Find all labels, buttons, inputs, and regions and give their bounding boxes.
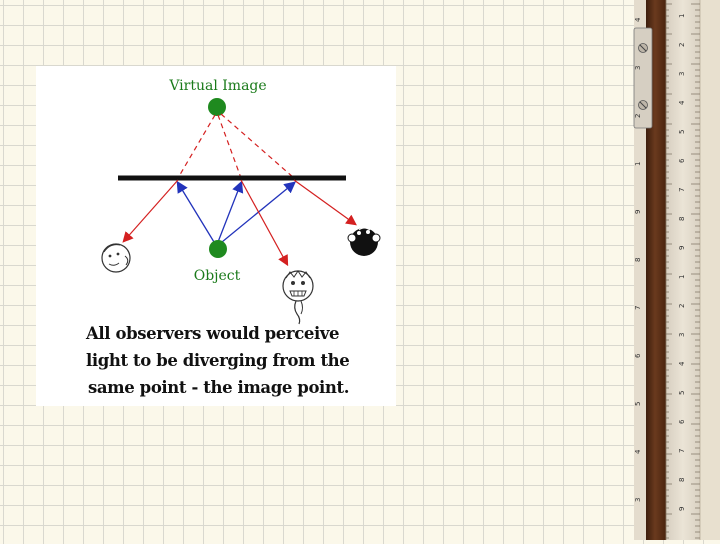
ruler-number: 4	[678, 100, 686, 105]
ruler-number: 6	[634, 353, 642, 358]
ruler-number: 7	[634, 306, 642, 310]
caption-line-3: same point - the image point.	[88, 378, 350, 397]
object-label: Object	[194, 268, 241, 284]
ruler-number: 2	[678, 43, 686, 47]
object-dot	[209, 240, 227, 258]
reflection-diagram: Virtual Image Object	[101, 78, 381, 325]
ruler-number: 1	[634, 162, 642, 166]
ruler-number: 8	[678, 478, 686, 482]
ruler-number: 2	[634, 114, 642, 118]
virtual-ray-left	[177, 114, 216, 179]
reflected-ray-middle	[240, 179, 289, 267]
diagram-caption: All observers would perceive light to be…	[86, 320, 386, 401]
virtual-ray-right	[220, 113, 295, 179]
ruler-number: 4	[634, 17, 642, 22]
ruler-number: 3	[678, 72, 686, 76]
caption-line-2: light to be diverging from the	[86, 351, 350, 370]
ruler-number: 3	[678, 333, 686, 337]
observer-right-icon	[347, 227, 381, 256]
caption-line-1: All observers would perceive	[86, 324, 340, 343]
incident-ray-left	[176, 180, 215, 243]
ruler-number: 9	[678, 246, 686, 250]
ruler-number: 6	[678, 419, 686, 424]
ruler-number: 1	[678, 275, 686, 279]
ruler-number: 5	[678, 391, 686, 395]
ruler-number: 5	[678, 130, 686, 134]
ruler-number: 8	[678, 217, 686, 221]
diagram-panel: Virtual Image Object	[36, 66, 396, 406]
ruler-number: 5	[634, 402, 642, 406]
ruler-number: 4	[678, 361, 686, 366]
virtual-image-dot	[208, 98, 226, 116]
reflected-ray-left	[122, 179, 179, 243]
observer-middle-icon	[282, 270, 314, 325]
incident-ray-right	[221, 181, 297, 243]
ruler: 4 3 2 1 9 8 7 6 5 4 3 1 2 3 4 5 6 7 8 9 1 2 3 4 5 6 7 8 9	[633, 0, 720, 540]
ruler-number: 6	[678, 158, 686, 163]
ruler-number: 1	[678, 14, 686, 18]
ruler-number: 3	[634, 498, 642, 502]
ruler-number: 2	[678, 304, 686, 308]
ruler-decoration: 4 3 2 1 9 8 7 6 5 4 3 1 2 3 4 5 6 7 8 9 1 2 3 4 5 6 7 8 9	[630, 0, 720, 540]
ruler-number: 7	[678, 449, 686, 453]
ruler-number: 8	[634, 258, 642, 262]
observer-left-icon	[101, 243, 131, 273]
reflected-ray-right	[293, 179, 357, 226]
ruler-number: 7	[678, 188, 686, 192]
ruler-number: 3	[634, 66, 642, 70]
incident-ray-middle	[217, 180, 244, 243]
virtual-image-label: Virtual Image	[168, 78, 266, 94]
ruler-number: 9	[678, 507, 686, 511]
virtual-ray-middle	[217, 114, 242, 179]
ruler-number: 9	[634, 210, 642, 214]
ruler-number: 4	[634, 449, 642, 454]
